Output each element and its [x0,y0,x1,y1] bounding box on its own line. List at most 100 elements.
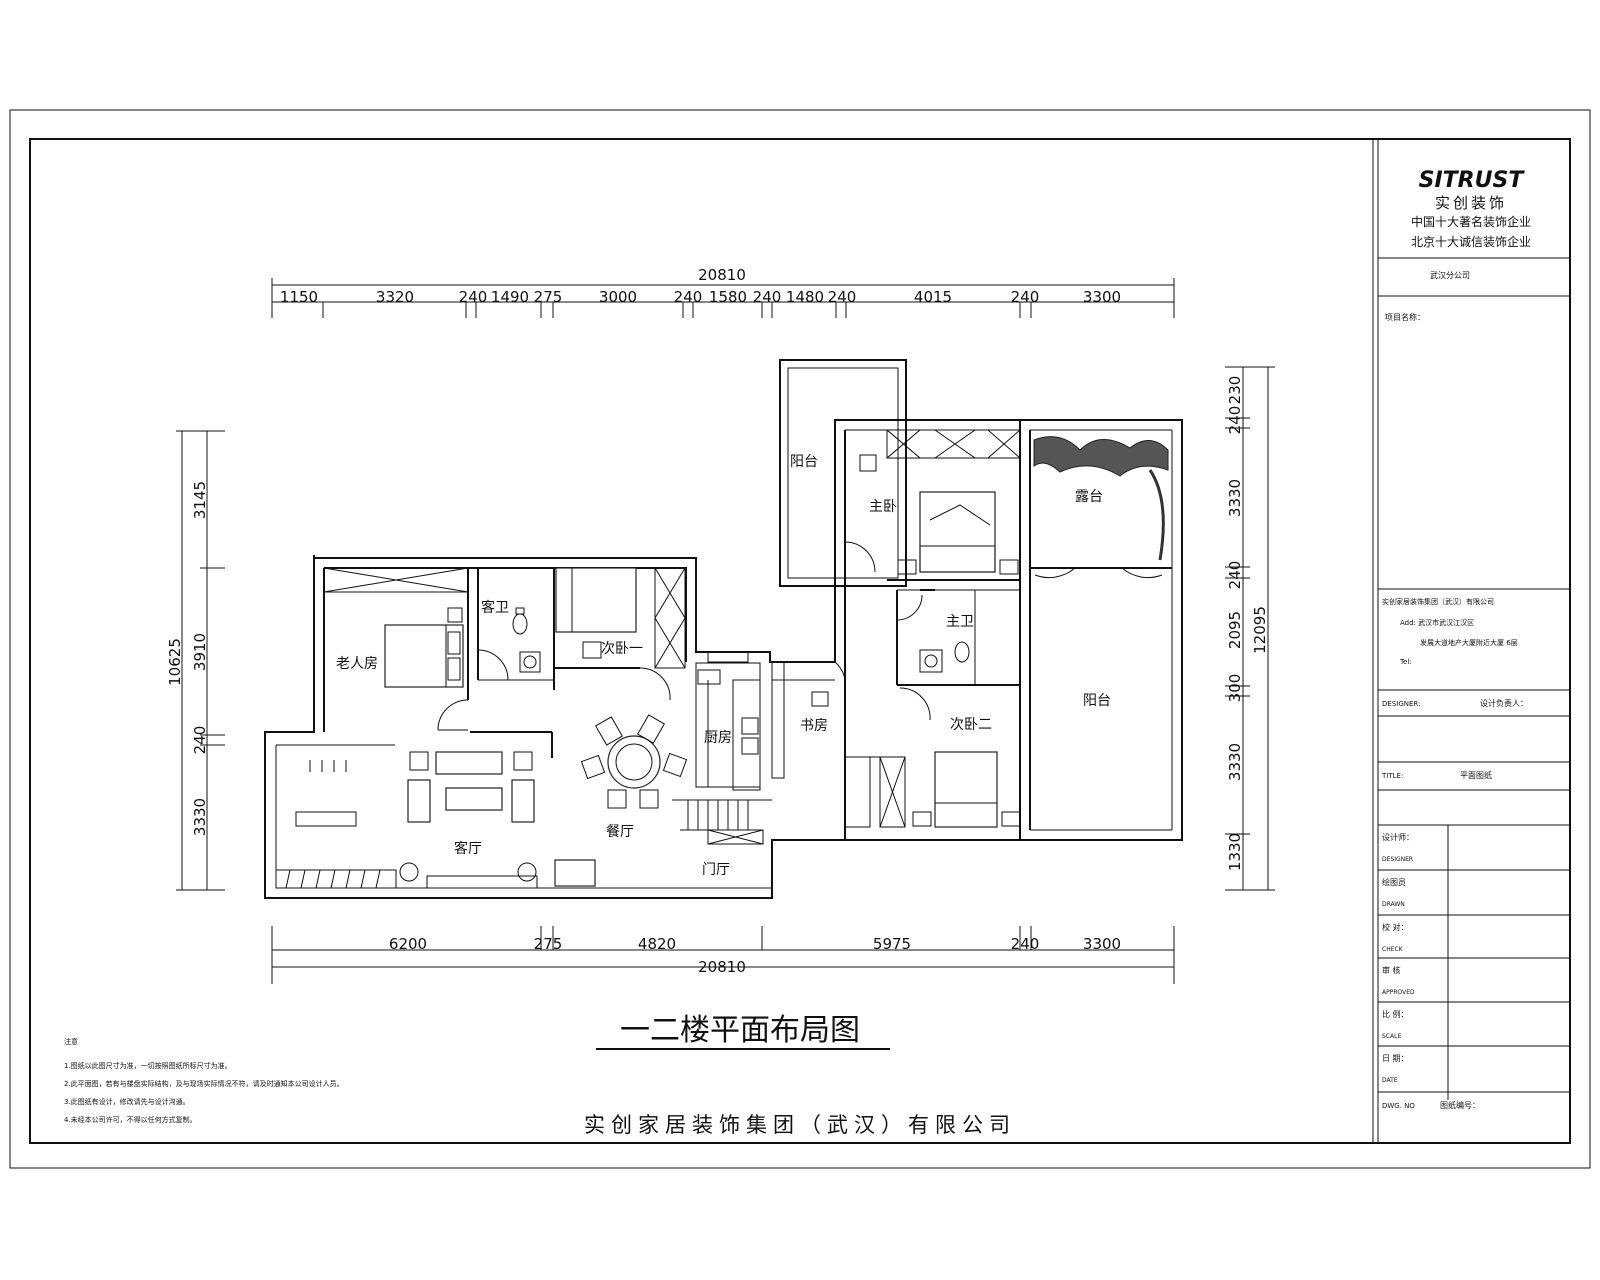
dim-right-0: 230 [1226,376,1244,405]
dim-top-5: 3000 [599,288,637,306]
note-item: 4.未经本公司许可，不得以任何方式复制。 [64,1115,197,1124]
room-bath-left: 客卫 [481,599,509,616]
row-label-en: DATE [1382,1077,1398,1084]
dim-bottom-5: 3300 [1083,935,1121,953]
row-label-en: DRAWN [1382,901,1405,908]
dimension-right: 230 240 3330 240 2095 300 3330 1330 1209… [1225,366,1275,891]
dim-right-6: 3330 [1226,743,1244,781]
dim-top-11: 4015 [914,288,952,306]
dim-right-7: 1330 [1226,833,1244,871]
row-label-cn: 绘图员 [1382,877,1406,887]
furniture [295,454,1021,887]
room-terrace: 露台 [1075,489,1103,505]
dim-left-1: 3910 [191,633,209,671]
dim-top-12: 240 [1011,288,1040,306]
dim-top-10: 240 [828,288,857,306]
row-label-cn: 设计师： [1382,832,1414,842]
row-label-cn: 校 对： [1382,922,1409,932]
company-line: 实创家居装饰集团（武汉）有限公司 [1382,597,1494,606]
coffee-table [445,787,503,811]
dim-top-7: 1580 [709,288,747,306]
row-label-cn: 审 核 [1382,965,1401,975]
company-name: 实创家居装饰集团（武汉）有限公司 [584,1113,1016,1137]
sheet-inner-border [29,138,1571,1144]
dim-top-6: 240 [674,288,703,306]
room-study: 书房 [800,718,828,734]
room-elderly: 老人房 [336,656,378,672]
project-label: 项目名称： [1385,312,1425,322]
dim-bottom-total: 20810 [698,958,746,976]
address-2: 发展大道地产大厦附近大厦 6层 [1420,638,1518,647]
room-entrance: 门厅 [702,862,730,878]
master-bed [919,491,996,573]
drawing-title: 一二楼平面布局图 [620,1013,860,1048]
dim-top-3: 1490 [491,288,529,306]
brand-name-cn: 实创装饰 [1435,194,1507,212]
slogan-1: 中国十大著名装饰企业 [1411,214,1531,229]
dim-right-1: 240 [1226,406,1244,435]
dim-bottom-1: 275 [534,935,563,953]
dim-right-total: 12095 [1251,606,1269,654]
dwg-no-cn-label: 图纸编号： [1440,1100,1480,1110]
dim-top-8: 240 [753,288,782,306]
elderly-room-bed [384,624,464,688]
title-block: SITRUST 实创装饰 中国十大著名装饰企业 北京十大诚信装饰企业 武汉分公司… [1372,139,1570,1143]
row-label-cn: 比 例： [1382,1009,1409,1019]
notes: 注意 1.图纸以此图尺寸为准，一切按照图纸所标尺寸为准。 2.此平面图，若有与楼… [64,1037,344,1124]
dim-left-0: 3145 [191,481,209,519]
room-living: 客厅 [454,840,482,857]
walls [264,359,1183,899]
doors [437,541,1163,731]
notes-title: 注意 [64,1037,78,1046]
tel-label: Tel: [1399,658,1412,666]
dim-bottom-3: 5975 [873,935,911,953]
dim-left-2: 240 [191,726,209,755]
dim-top-9: 1480 [786,288,824,306]
dim-bottom-4: 240 [1011,935,1040,953]
drawing-title-label: TITLE: [1381,772,1403,780]
room-second-bedroom-2: 次卧二 [950,717,992,733]
address-1: Add: 武汉市武汉江汉区 [1400,618,1474,627]
brand-logo: SITRUST [1419,168,1526,193]
bedroom-two-bed [934,751,998,828]
title-block-rows: 设计师： DESIGNER 绘图员 DRAWN 校 对： CHECK 审 核 A… [1378,832,1570,1093]
note-item: 3.此图纸有设计，修改请先与设计沟通。 [64,1097,190,1106]
dimension-left: 3145 3910 240 3330 10625 [166,430,225,891]
designer-en-label: DESIGNER: [1382,700,1420,708]
bedroom-one-bed [555,567,637,633]
note-item: 1.图纸以此图尺寸为准，一切按照图纸所标尺寸为准。 [64,1061,232,1070]
dwg-no-label: DWG. NO [1382,1102,1415,1110]
dim-top-total: 20810 [698,266,746,284]
dim-right-3: 240 [1226,561,1244,590]
dim-bottom-2: 4820 [638,935,676,953]
room-balcony-right: 阳台 [1083,693,1111,709]
stairs [680,800,760,831]
dim-top-1: 3320 [376,288,414,306]
dim-top-4: 275 [534,288,563,306]
room-kitchen: 厨房 [704,730,732,746]
dim-right-5: 300 [1226,674,1244,703]
dim-top-13: 3300 [1083,288,1121,306]
row-label-en: DESIGNER [1382,856,1413,863]
dimension-bottom: 6200 275 4820 5975 240 3300 20810 [271,926,1175,984]
dim-right-4: 2095 [1226,611,1244,649]
room-bath-right: 主卫 [946,614,974,630]
dim-left-total: 10625 [166,638,184,686]
dim-bottom-0: 6200 [389,935,427,953]
sofa [435,751,503,775]
room-master-bedroom: 主卧 [869,499,897,515]
row-label-en: CHECK [1382,946,1404,953]
sheet-outer-border [9,109,1591,1169]
dim-right-2: 3330 [1226,479,1244,517]
row-label-en: APPROVED [1382,989,1415,996]
dim-left-3: 3330 [191,798,209,836]
slogan-2: 北京十大诚信装饰企业 [1411,234,1531,249]
dim-top-0: 1150 [280,288,318,306]
designer-cn-label: 设计负责人： [1480,698,1528,708]
top-balcony-outline [779,359,907,587]
room-labels: 阳台 主卧 露台 老人房 客卫 次卧一 厨房 书房 主卫 次卧二 阳台 餐厅 客… [336,454,1111,878]
room-second-bedroom-1: 次卧一 [601,641,643,657]
branch-label: 武汉分公司 [1430,270,1470,280]
dimension-top: 20810 1150 3320 240 1490 275 3000 240 15… [271,266,1175,318]
